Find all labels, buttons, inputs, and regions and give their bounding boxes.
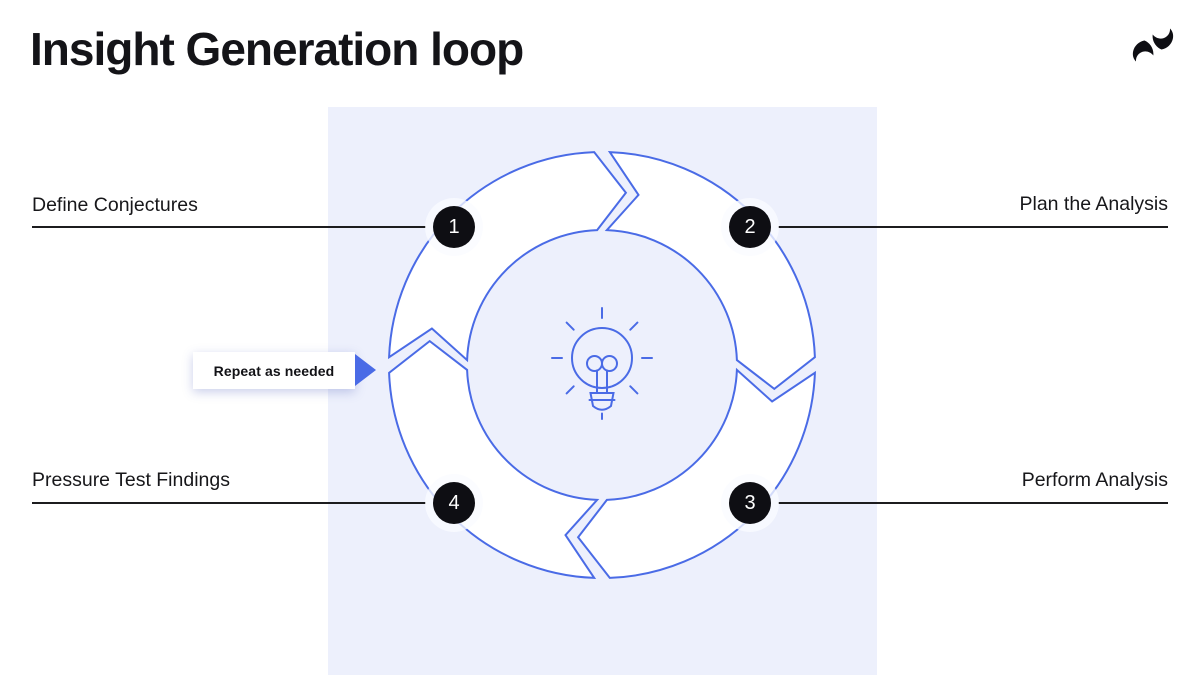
step-label-plan-the-analysis: Plan the Analysis	[1019, 193, 1168, 215]
step-label-pressure-test-findings: Pressure Test Findings	[32, 469, 230, 491]
leader-line	[778, 502, 1168, 504]
loop-segment	[604, 151, 816, 391]
step-label-define-conjectures: Define Conjectures	[32, 194, 198, 216]
loop-segment	[576, 367, 816, 579]
step-badge-3: 3	[729, 482, 771, 524]
leader-line	[778, 226, 1168, 228]
step-label-perform-analysis: Perform Analysis	[1021, 469, 1168, 491]
leader-line	[32, 226, 426, 228]
lightbulb-icon	[551, 307, 653, 420]
step-badge-2: 2	[729, 206, 771, 248]
brand-logo-icon	[1131, 24, 1175, 66]
repeat-as-needed-tag: Repeat as needed	[193, 352, 355, 389]
step-badge-4: 4	[433, 482, 475, 524]
repeat-as-needed-label: Repeat as needed	[213, 362, 335, 379]
step-badge-1: 1	[433, 206, 475, 248]
repeat-arrow-icon	[355, 354, 376, 386]
page-title: Insight Generation loop	[30, 23, 524, 75]
lightbulb-rays	[551, 307, 653, 395]
leader-line	[32, 502, 426, 504]
loop-segment	[388, 339, 600, 579]
loop-segment	[388, 151, 628, 363]
